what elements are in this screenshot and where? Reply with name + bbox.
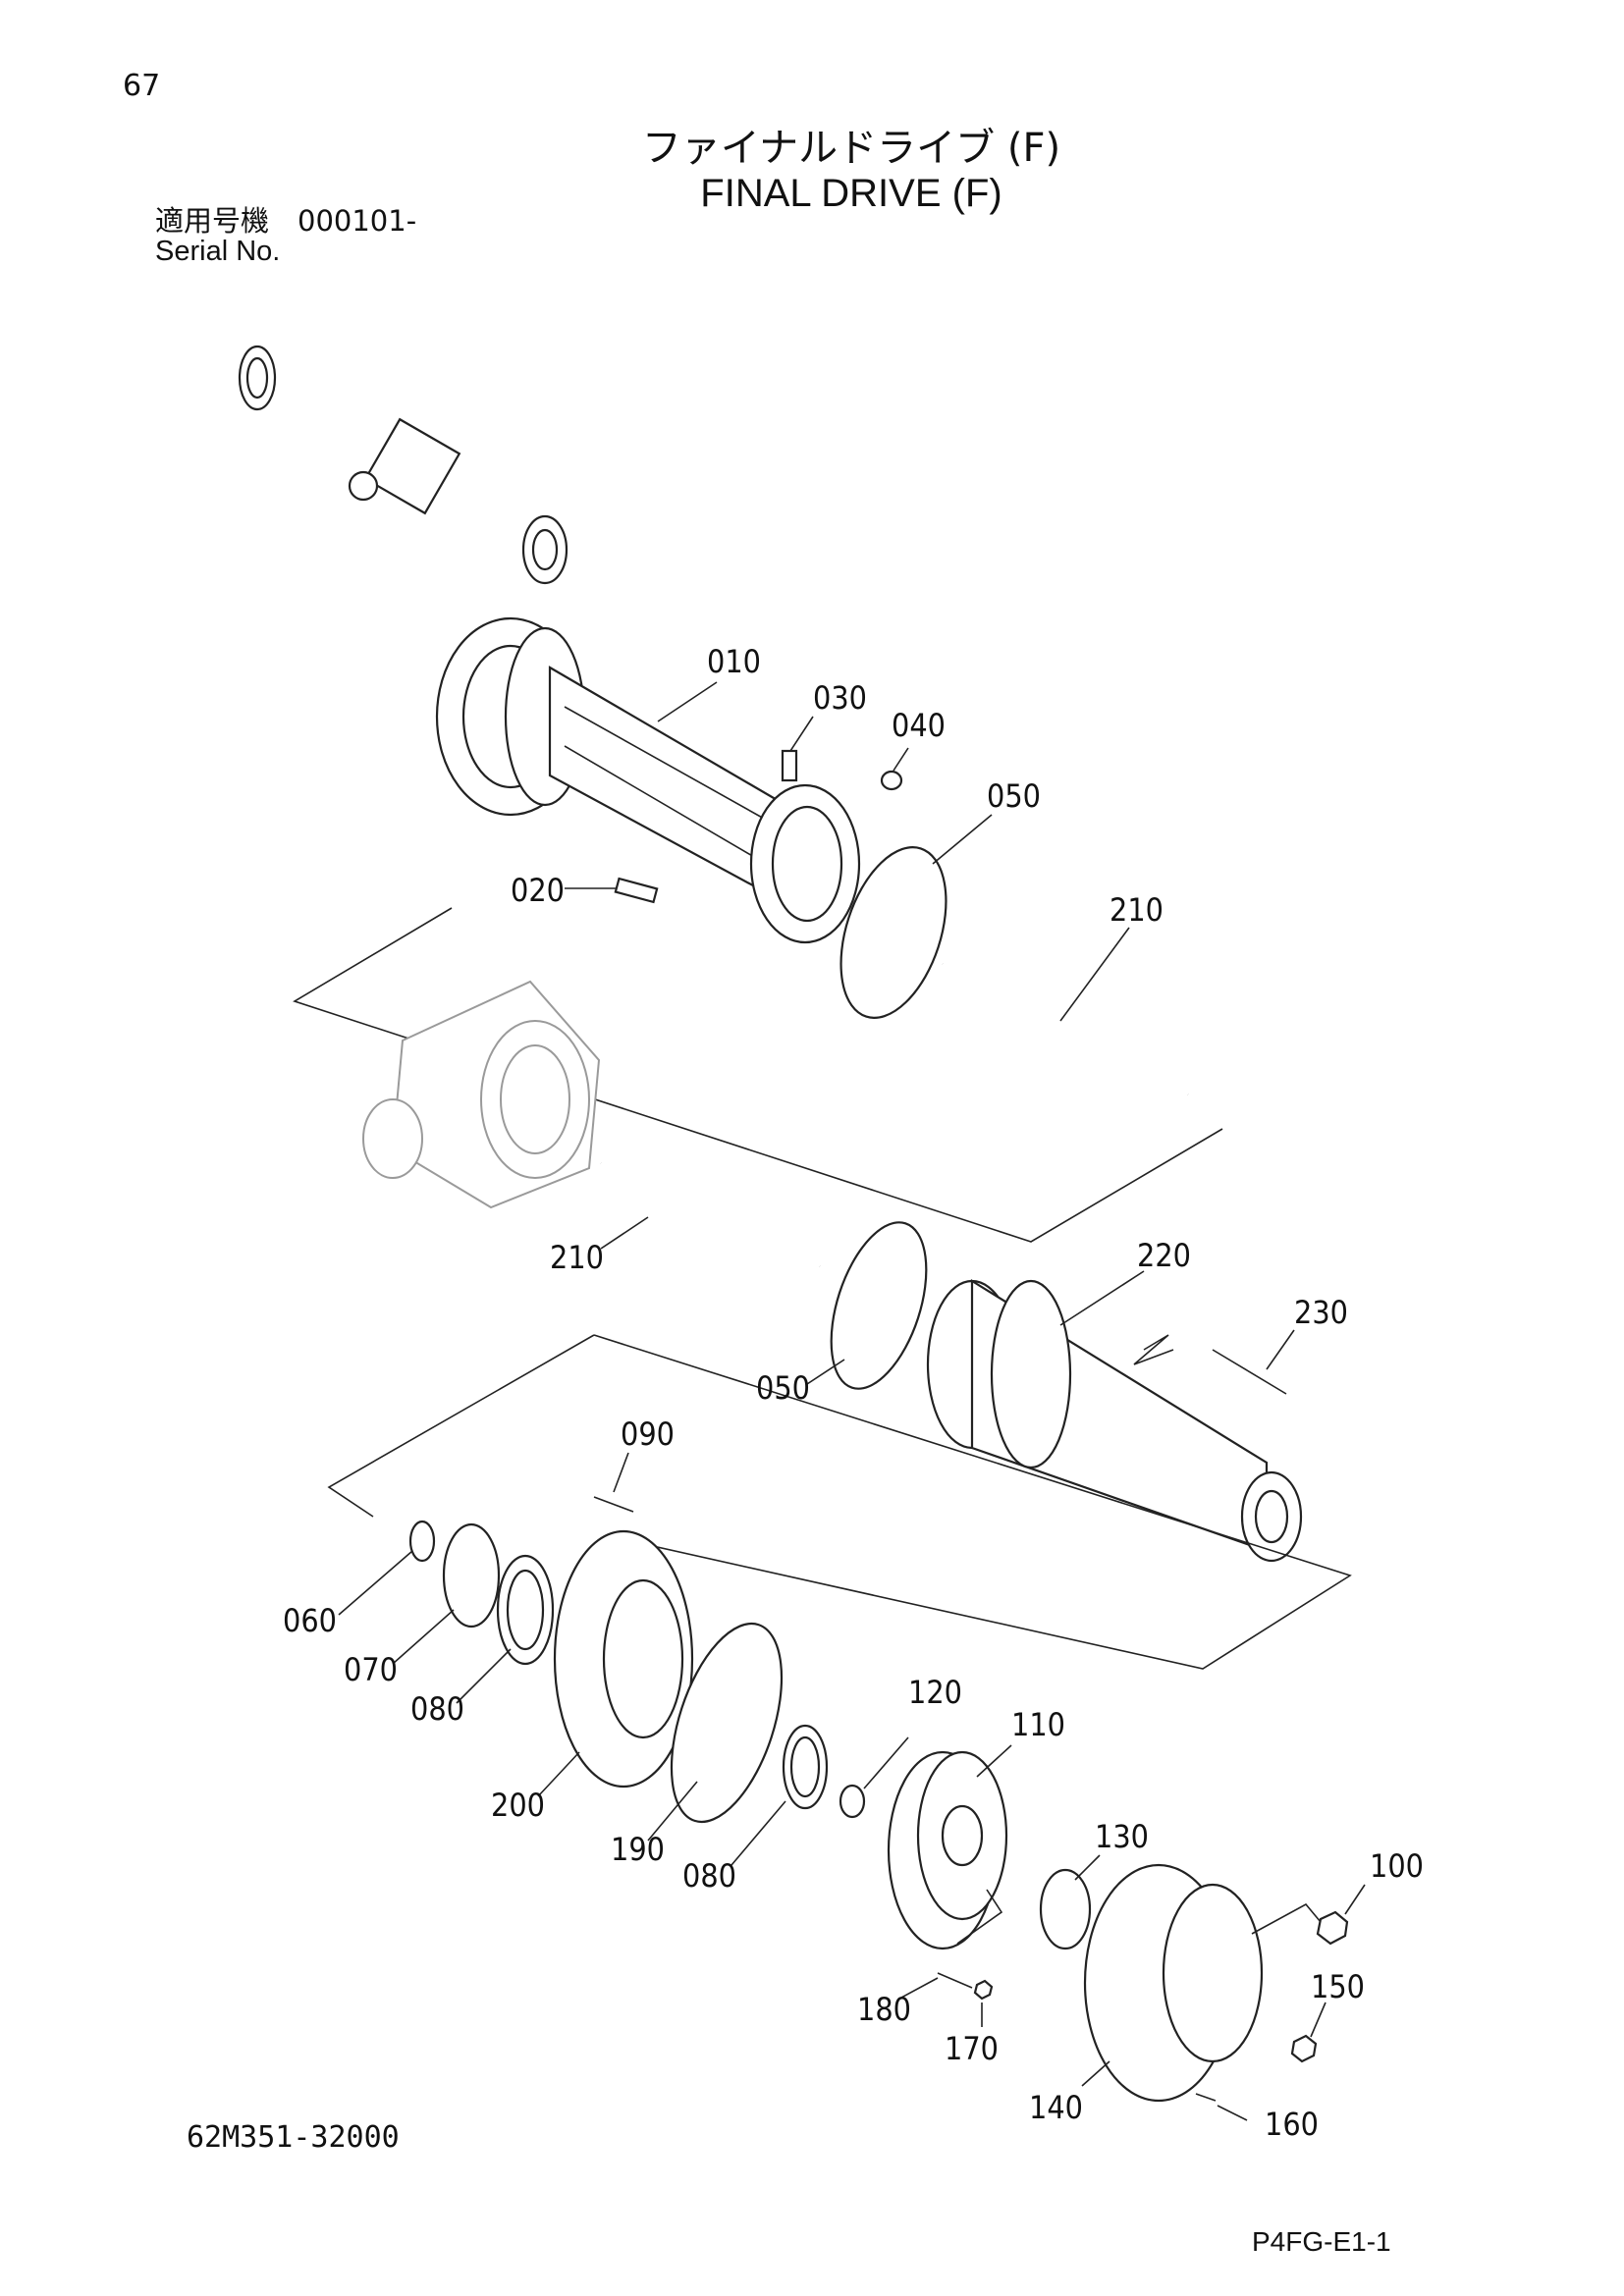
- o-ring-050-upper: [839, 846, 947, 1019]
- assembly-boundary-carrier: [956, 1889, 1003, 1945]
- page-code: P4FG-E1-1: [1252, 2226, 1391, 2257]
- stud-180: [937, 1972, 973, 1989]
- part-label-080-upper: 080: [410, 1690, 464, 1728]
- part-label-110: 110: [1011, 1706, 1065, 1743]
- part-label-060: 060: [283, 1602, 337, 1639]
- nut-170: [973, 1979, 994, 2001]
- nut-100: [1316, 1910, 1349, 1946]
- part-label-030: 030: [813, 679, 867, 717]
- part-label-150: 150: [1311, 1968, 1365, 2005]
- part-label-100: 100: [1370, 1847, 1424, 1885]
- thrust-washer-130: [1039, 1868, 1092, 1950]
- part-label-170: 170: [945, 2030, 999, 2067]
- axle-housing-220: [926, 1279, 1303, 1563]
- part-label-210-lower: 210: [550, 1239, 604, 1276]
- page-title-english: FINAL DRIVE (F): [700, 172, 1002, 215]
- drawing-reference-code: 62M351-32000: [187, 2120, 400, 2155]
- axle-shaft-210-upper: [940, 958, 1191, 1100]
- leader-lines: [338, 681, 1366, 2121]
- part-label-080-lower: 080: [682, 1857, 736, 1895]
- assembly-boundary-cover: [1251, 1902, 1322, 1935]
- serial-label-japanese: 適用号機 000101-: [155, 204, 417, 238]
- bolt-230: [1212, 1349, 1287, 1395]
- page-title-japanese: ファイナルドライブ (F): [641, 126, 1061, 171]
- bolt-020: [614, 877, 659, 904]
- part-label-120: 120: [908, 1674, 962, 1711]
- part-label-050-lower: 050: [756, 1369, 810, 1407]
- o-ring-050-lower: [830, 1221, 928, 1390]
- seal-060: [408, 1520, 436, 1563]
- part-label-140: 140: [1029, 2089, 1083, 2126]
- part-label-050-upper: 050: [987, 777, 1041, 815]
- part-label-160: 160: [1265, 2106, 1319, 2143]
- part-label-010: 010: [707, 643, 761, 680]
- o-ring-190: [670, 1622, 784, 1824]
- plug-040: [880, 770, 903, 791]
- stud-090: [593, 1496, 634, 1513]
- serial-label-english: Serial No.: [155, 236, 281, 267]
- part-label-210-upper: 210: [1110, 891, 1164, 929]
- part-label-220: 220: [1137, 1237, 1191, 1274]
- snap-ring-120: [839, 1784, 866, 1819]
- fitting-030: [781, 749, 798, 782]
- part-label-070: 070: [344, 1651, 398, 1688]
- differential-housing-reference: [362, 980, 601, 1209]
- assembly-boundary-tick: [1133, 1334, 1174, 1365]
- part-label-180: 180: [857, 1991, 911, 2028]
- part-label-130: 130: [1095, 1818, 1149, 1855]
- axle-housing-010: [435, 616, 861, 944]
- assembly-boundary-line-upper: [293, 907, 1223, 1243]
- part-label-040: 040: [892, 707, 946, 744]
- part-label-020: 020: [511, 872, 565, 909]
- seal-ring-070: [442, 1522, 501, 1629]
- axle-shaft-210-lower: [598, 1157, 823, 1272]
- assembly-boundary-line-lower-left: [327, 1334, 595, 1518]
- part-label-090: 090: [621, 1415, 675, 1453]
- axle-overview-illustration: [238, 345, 568, 585]
- assembly-boundary-line-lower-right: [593, 1334, 1352, 1670]
- plug-150: [1290, 2034, 1318, 2063]
- part-label-190: 190: [611, 1831, 665, 1868]
- screw-160: [1195, 2093, 1217, 2102]
- part-label-200: 200: [491, 1787, 545, 1824]
- part-label-230: 230: [1294, 1294, 1348, 1331]
- page-number: 67: [123, 69, 161, 103]
